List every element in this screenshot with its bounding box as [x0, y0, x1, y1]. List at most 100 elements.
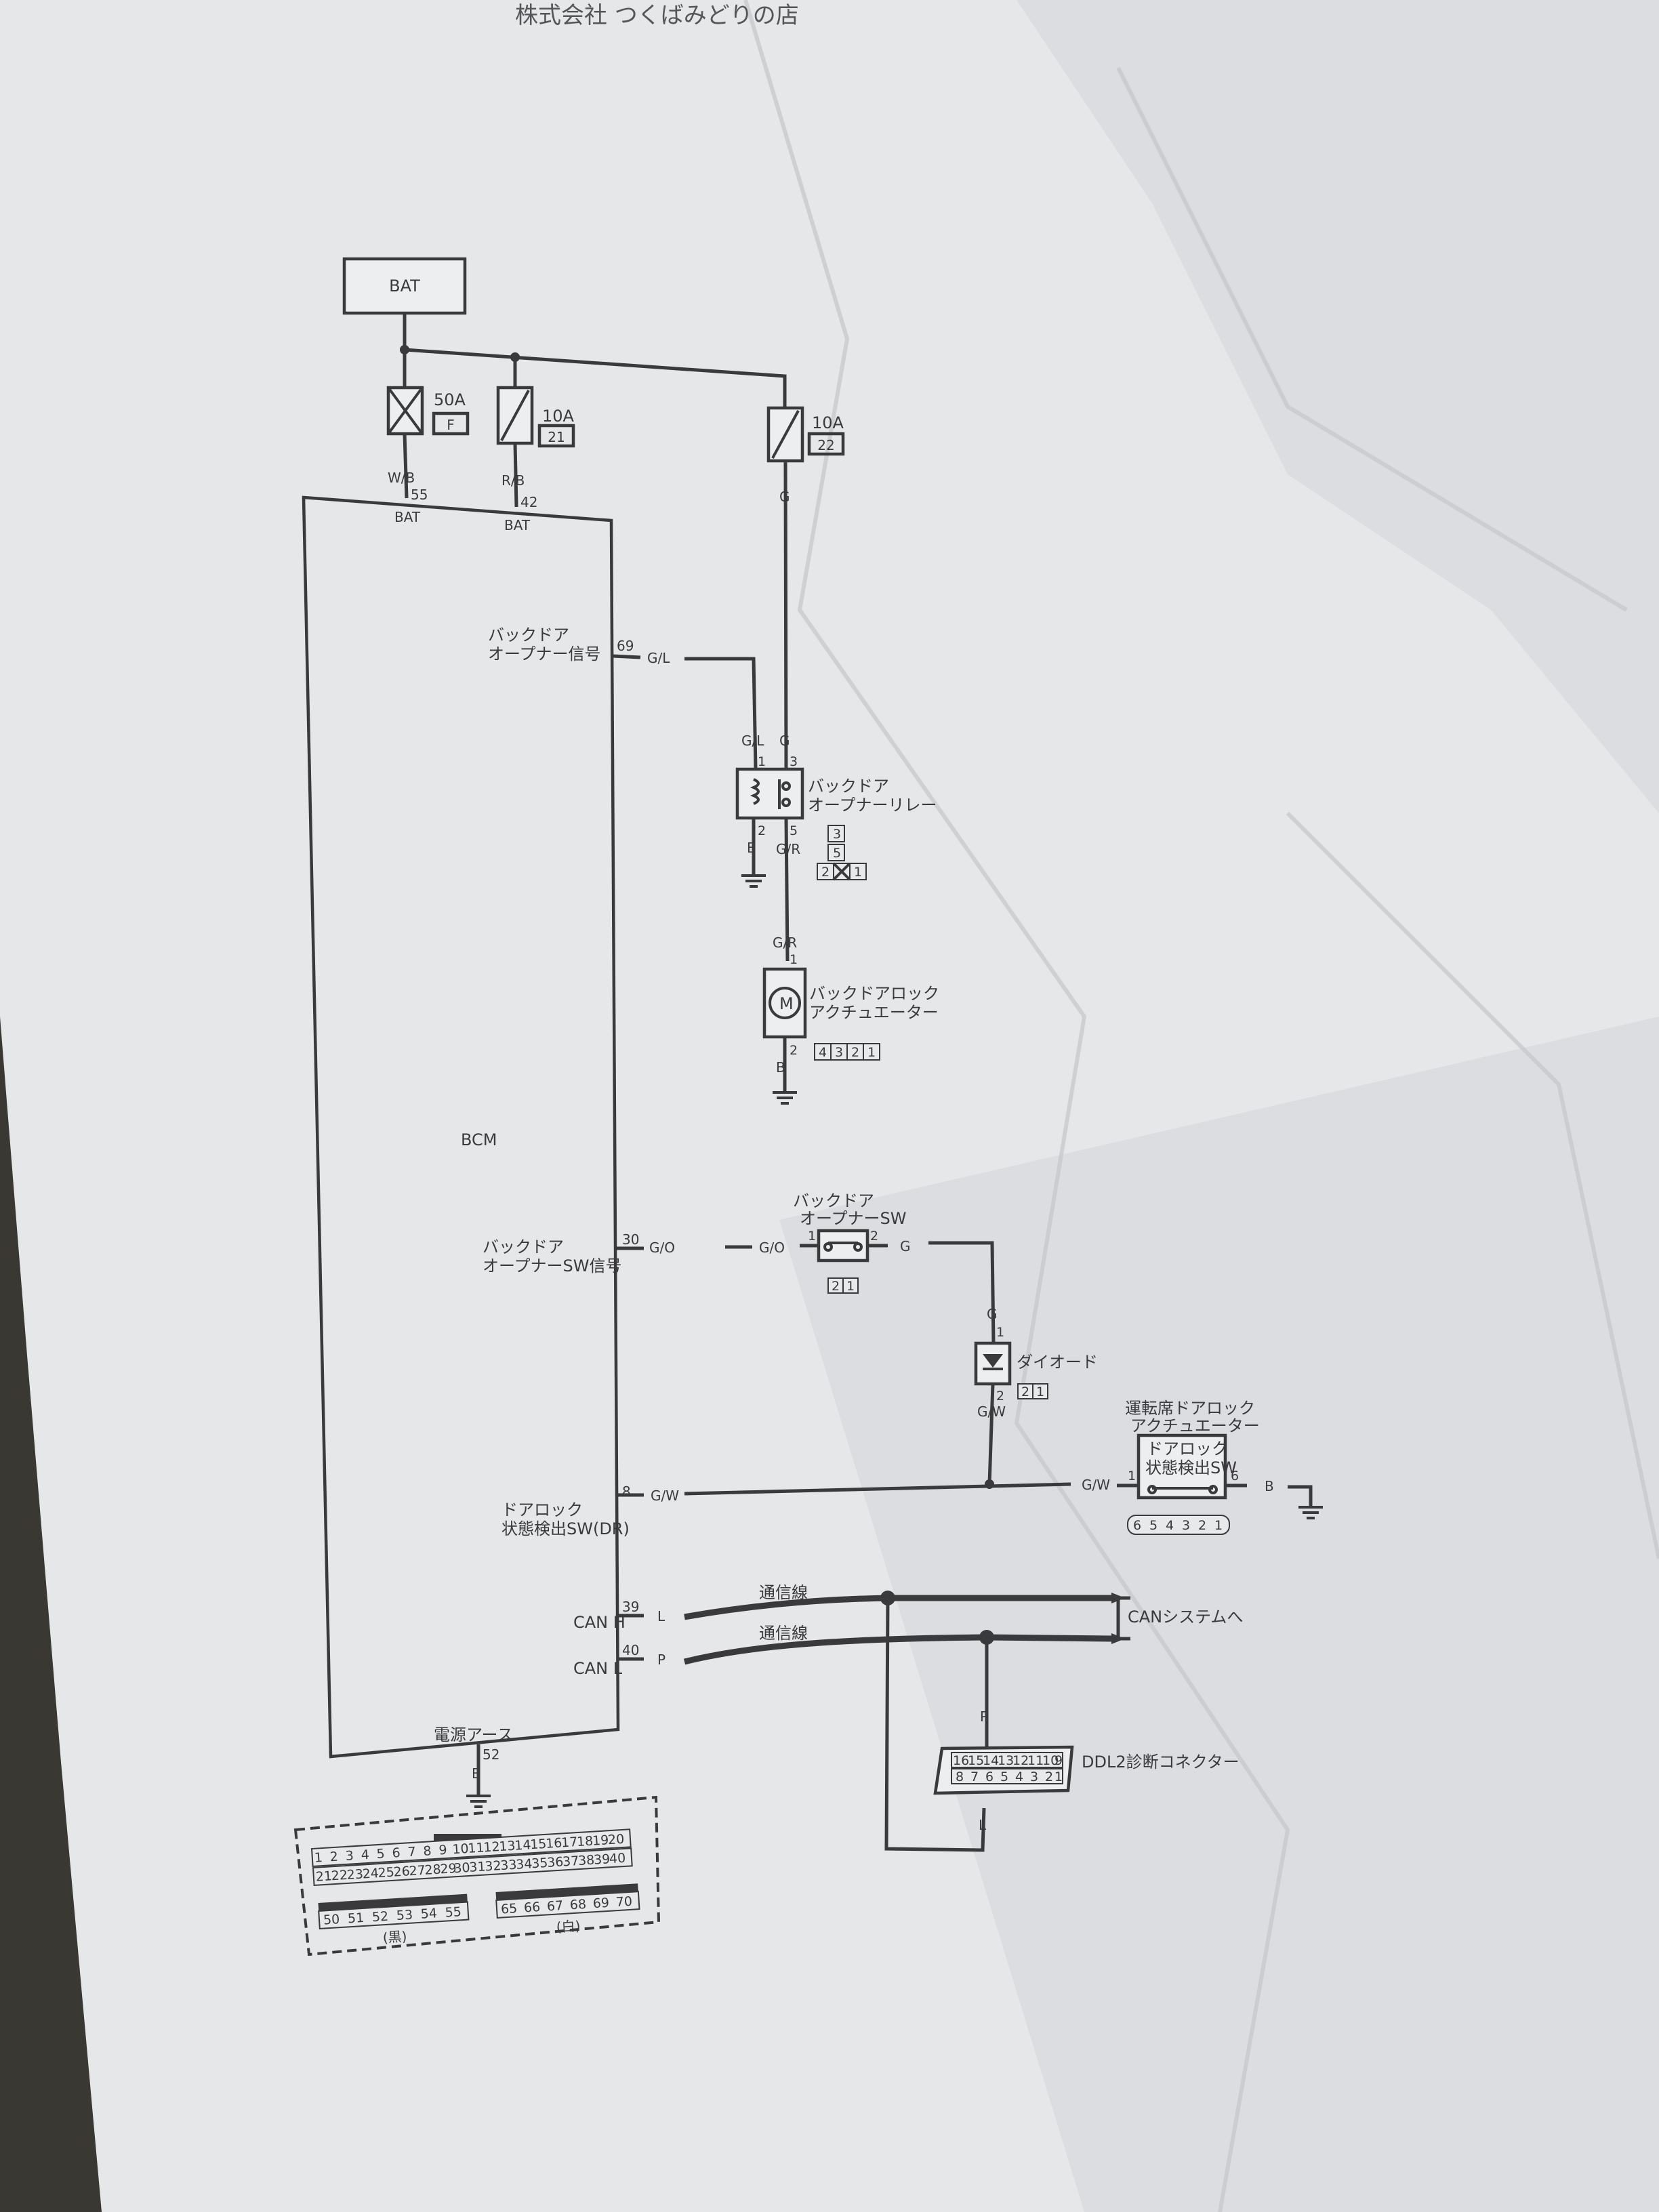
opener-sw-in-wire: G/O: [759, 1240, 785, 1256]
can-dest-label: CANシステムへ: [1128, 1607, 1243, 1626]
header-text: 株式会社 つくばみどりの店: [515, 2, 799, 29]
svg-text:6: 6: [1133, 1518, 1141, 1533]
svg-text:32: 32: [485, 1858, 501, 1874]
relay-wire-g: G: [779, 733, 790, 749]
fuse-main-rating: 50A: [434, 390, 466, 409]
paper-crease: [1116, 66, 1628, 612]
lock-state-label-1: ドアロック: [501, 1500, 583, 1519]
bcm-connector-white: 65 66 67 68 69 70 (白): [495, 1883, 640, 1936]
relay-label-1: バックドア: [808, 777, 889, 796]
bat1-pin: 55: [411, 487, 428, 503]
opener-signal-label-1: バックドア: [488, 626, 569, 644]
ground-icon: [773, 1091, 797, 1105]
diode-wire-in: G: [987, 1306, 998, 1322]
driver-lock-sw-label-1: ドアロック: [1147, 1439, 1228, 1458]
svg-text:10: 10: [1042, 1753, 1059, 1768]
opener-signal-wire: G/L: [647, 650, 670, 666]
diode-wire-out: G/W: [977, 1404, 1006, 1420]
bcm-connector-white-label: (白): [556, 1918, 581, 1936]
svg-text:69: 69: [592, 1896, 609, 1911]
actuator-pin-2: 2: [790, 1043, 798, 1058]
svg-text:2: 2: [851, 1045, 859, 1060]
ground-icon: [741, 874, 766, 888]
svg-text:53: 53: [396, 1908, 413, 1923]
relay-feed-wire: G: [779, 489, 790, 505]
actuator-connector-icon: 4 3 2 1: [814, 1043, 880, 1061]
relay-pin-1: 1: [758, 754, 766, 769]
fuse-main-id: F: [447, 417, 455, 433]
svg-text:9: 9: [1054, 1753, 1063, 1768]
svg-text:1: 1: [867, 1045, 876, 1060]
svg-text:50: 50: [323, 1912, 340, 1927]
svg-text:15: 15: [968, 1753, 984, 1768]
svg-text:7: 7: [407, 1845, 416, 1860]
actuator-pin-1: 1: [790, 952, 798, 967]
opener-sw-connector-icon: 2 1: [827, 1277, 859, 1294]
can-h-comm-label: 通信線: [759, 1583, 808, 1602]
opener-sw-pin-1: 1: [808, 1229, 816, 1244]
can-l-comm-label: 通信線: [759, 1624, 808, 1643]
svg-text:4: 4: [361, 1847, 369, 1863]
opener-sw-pin-2: 2: [870, 1229, 878, 1244]
driver-lock-sw-label-2: 状態検出SW: [1145, 1458, 1237, 1477]
ground-wire: B: [472, 1765, 481, 1782]
ground-label: 電源アース: [434, 1725, 513, 1744]
opener-sw-signal-wire: G/O: [649, 1240, 675, 1256]
relay-pin-3: 3: [790, 754, 798, 769]
svg-text:5: 5: [376, 1846, 385, 1862]
can-l-label: CAN L: [573, 1659, 623, 1678]
svg-text:16: 16: [546, 1835, 562, 1851]
ground-pin: 52: [483, 1746, 499, 1763]
diode-label: ダイオード: [1017, 1353, 1098, 1372]
fuse-relay-id: 22: [817, 437, 834, 453]
svg-text:55: 55: [445, 1904, 462, 1920]
bat1-label: BAT: [394, 509, 421, 525]
bcm-connector-row-2: 21 22 23 24 25 26 27 28 29 30 31 32 33 3…: [312, 1847, 633, 1887]
svg-text:4: 4: [819, 1045, 827, 1060]
relay-box: [735, 767, 804, 820]
svg-text:10: 10: [452, 1841, 469, 1857]
svg-text:65: 65: [500, 1901, 517, 1917]
svg-text:3: 3: [833, 827, 841, 842]
svg-text:2: 2: [1021, 1385, 1029, 1399]
relay-wire-gl: G/L: [741, 733, 764, 749]
svg-text:4: 4: [1166, 1518, 1174, 1533]
svg-text:15: 15: [530, 1837, 547, 1852]
svg-text:40: 40: [609, 1851, 626, 1866]
opener-sw-signal-label-2: オープナーSW信号: [483, 1256, 622, 1275]
bat2-pin: 42: [520, 494, 537, 510]
svg-text:2: 2: [1198, 1518, 1206, 1533]
svg-text:33: 33: [500, 1858, 517, 1873]
svg-text:1: 1: [854, 865, 862, 880]
svg-text:20: 20: [607, 1832, 624, 1847]
svg-text:66: 66: [523, 1900, 540, 1915]
opener-sw-label-1: バックドア: [793, 1191, 874, 1210]
svg-text:11: 11: [1027, 1753, 1044, 1768]
svg-text:14: 14: [983, 1753, 999, 1768]
svg-text:6: 6: [985, 1769, 994, 1784]
svg-text:3: 3: [1182, 1518, 1190, 1533]
diode-connector-icon: 2 1: [1017, 1383, 1048, 1399]
driver-lock-connector-icon: 6 5 4 3 2 1: [1127, 1515, 1230, 1535]
svg-text:3: 3: [1030, 1769, 1038, 1784]
svg-text:5: 5: [1149, 1518, 1158, 1533]
bat2-label: BAT: [504, 517, 531, 533]
svg-text:1: 1: [846, 1279, 855, 1294]
actuator-label-2: アクチュエーター: [809, 1003, 939, 1022]
svg-text:28: 28: [424, 1862, 441, 1878]
svg-text:34: 34: [516, 1856, 533, 1872]
svg-text:12: 12: [1012, 1753, 1029, 1768]
relay-pin-2: 2: [758, 823, 766, 838]
svg-text:21: 21: [315, 1868, 332, 1884]
relay-connector-icon: 3 5 2 1: [817, 825, 867, 881]
svg-text:3: 3: [345, 1848, 354, 1864]
actuator-ground-wire: B: [776, 1059, 785, 1076]
svg-text:1: 1: [1214, 1518, 1223, 1533]
actuator-wire-gr: G/R: [773, 935, 797, 951]
svg-text:23: 23: [346, 1867, 363, 1883]
bcm-label: BCM: [461, 1130, 497, 1149]
relay-ground-wire: B: [747, 840, 756, 856]
svg-text:1: 1: [314, 1850, 323, 1866]
opener-sw-label-2: オープナーSW: [800, 1209, 907, 1228]
bcm-connector-black-label: (黒): [382, 1928, 407, 1946]
